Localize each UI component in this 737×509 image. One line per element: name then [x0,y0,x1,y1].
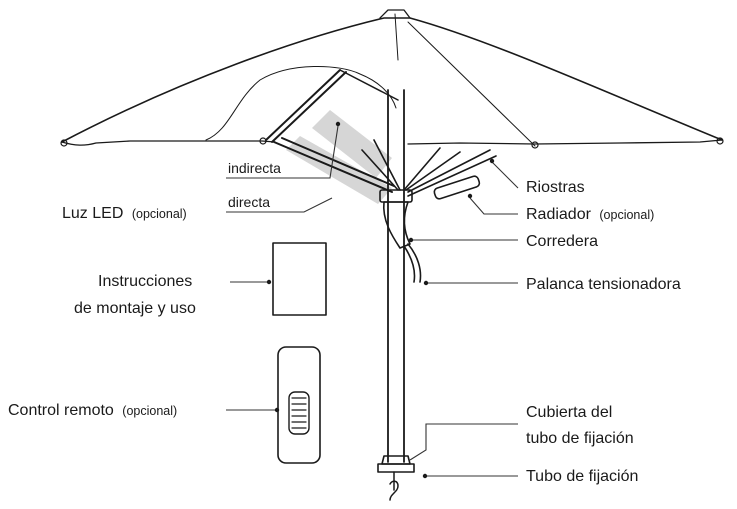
label-instrucciones-line2: de montaje y uso [74,300,196,317]
label-instrucciones-line1: Instrucciones [98,273,192,290]
ribs [265,69,399,193]
label-radiador: Radiador (opcional) [526,206,654,223]
label-directa: directa [228,194,270,210]
label-radiador-main: Radiador [526,206,592,223]
leader-lines [226,121,519,479]
label-cubierta-line1: Cubierta del [526,404,612,421]
labels: indirecta directa Luz LED (opcional) Ins… [8,160,681,485]
label-control-remoto-optional: (opcional) [122,404,177,418]
label-cubierta-line2: tubo de fijación [526,430,634,447]
label-luz-led-optional: (opcional) [132,207,187,221]
canopy [60,9,724,149]
label-control-remoto: Control remoto (opcional) [8,402,177,419]
label-palanca-tensionadora: Palanca tensionadora [526,276,681,293]
tensioning-lever [403,243,422,283]
label-luz-led-main: Luz LED [62,205,123,222]
label-tubo-fijacion: Tubo de fijación [526,468,638,485]
remote-control [277,346,321,464]
heater [433,175,481,200]
label-control-remoto-main: Control remoto [8,402,114,419]
fixing-tube [377,455,415,501]
label-radiador-optional: (opcional) [599,208,654,222]
label-luz-led: Luz LED (opcional) [62,205,187,222]
slider [379,189,413,249]
label-riostras: Riostras [526,179,585,196]
label-indirecta: indirecta [228,160,281,176]
label-corredera: Corredera [526,233,598,250]
instructions-booklet [272,242,327,316]
pole [387,89,405,463]
struts [361,139,497,197]
